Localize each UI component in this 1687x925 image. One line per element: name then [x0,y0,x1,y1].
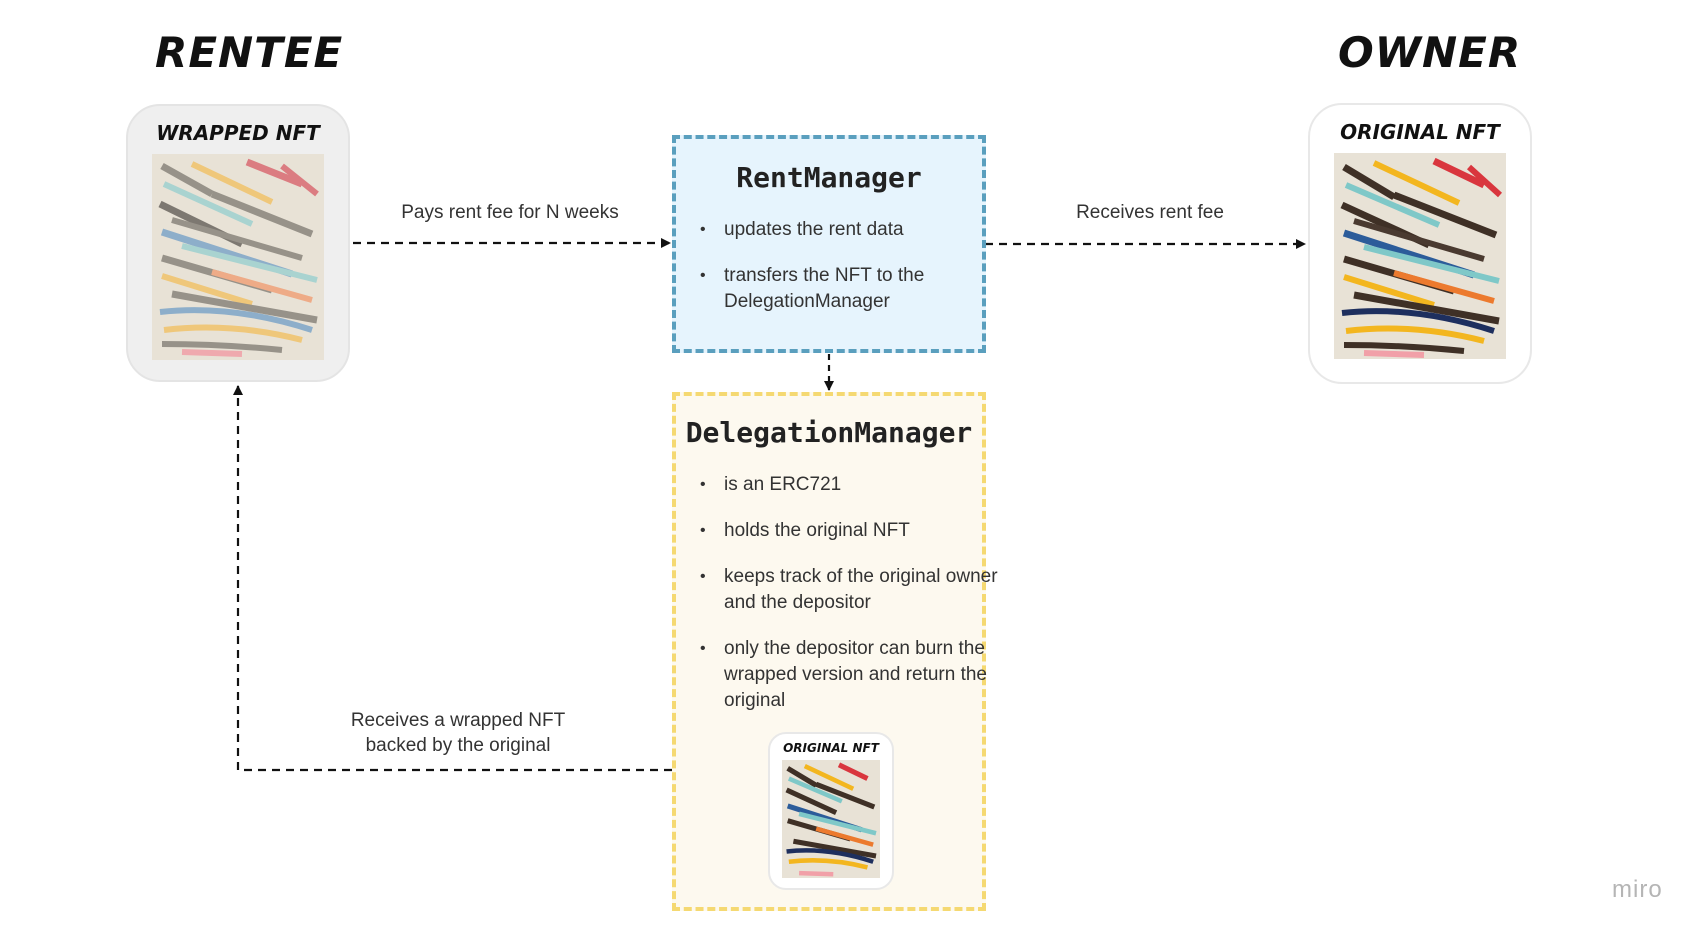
receives-wrapped-line2: backed by the original [365,735,551,756]
receives-rent-label: Receives rent fee [1076,202,1224,223]
delegation-manager-bullet: keeps track of the original owner and th… [700,564,1014,616]
delegation-manager-bullets: is an ERC721 holds the original NFT keep… [676,472,1014,734]
delegation-manager-bullet: only the depositor can burn the wrapped … [700,636,1014,714]
miro-logo: miro [1612,876,1663,903]
rent-manager-bullet: updates the rent data [700,217,1014,243]
rent-manager-box: RentManager updates the rent data transf… [672,135,986,353]
wrapped-nft-artwork [152,154,324,360]
held-original-nft-title: ORIGINAL NFT [783,741,879,755]
delegation-manager-bullet: holds the original NFT [700,518,1014,544]
wrapped-nft-title: WRAPPED NFT [156,121,320,145]
receives-wrapped-line1: Receives a wrapped NFT [350,710,566,731]
original-nft-artwork [1334,153,1506,359]
owner-heading: OWNER [1338,28,1522,77]
rent-manager-bullet: transfers the NFT to the DelegationManag… [700,263,1014,315]
rent-manager-bullets: updates the rent data transfers the NFT … [676,217,1014,335]
original-nft-card: ORIGINAL NFT [1308,103,1532,384]
delegation-manager-box: DelegationManager is an ERC721 holds the… [672,392,998,911]
delegation-manager-title: DelegationManager [685,416,973,449]
delegation-manager-bullet: is an ERC721 [700,472,1014,498]
held-original-nft-card: ORIGINAL NFT [768,732,894,890]
original-nft-title: ORIGINAL NFT [1340,120,1500,144]
held-original-nft-artwork [782,760,880,878]
arrow-receives-wrapped [233,385,672,772]
receives-wrapped-label: Receives a wrapped NFT backed by the ori… [308,708,608,758]
wrapped-nft-card: WRAPPED NFT [126,104,350,382]
rentee-heading: RENTEE [155,28,344,77]
pays-rent-label: Pays rent fee for N weeks [401,202,619,223]
rent-manager-title: RentManager [736,161,922,194]
